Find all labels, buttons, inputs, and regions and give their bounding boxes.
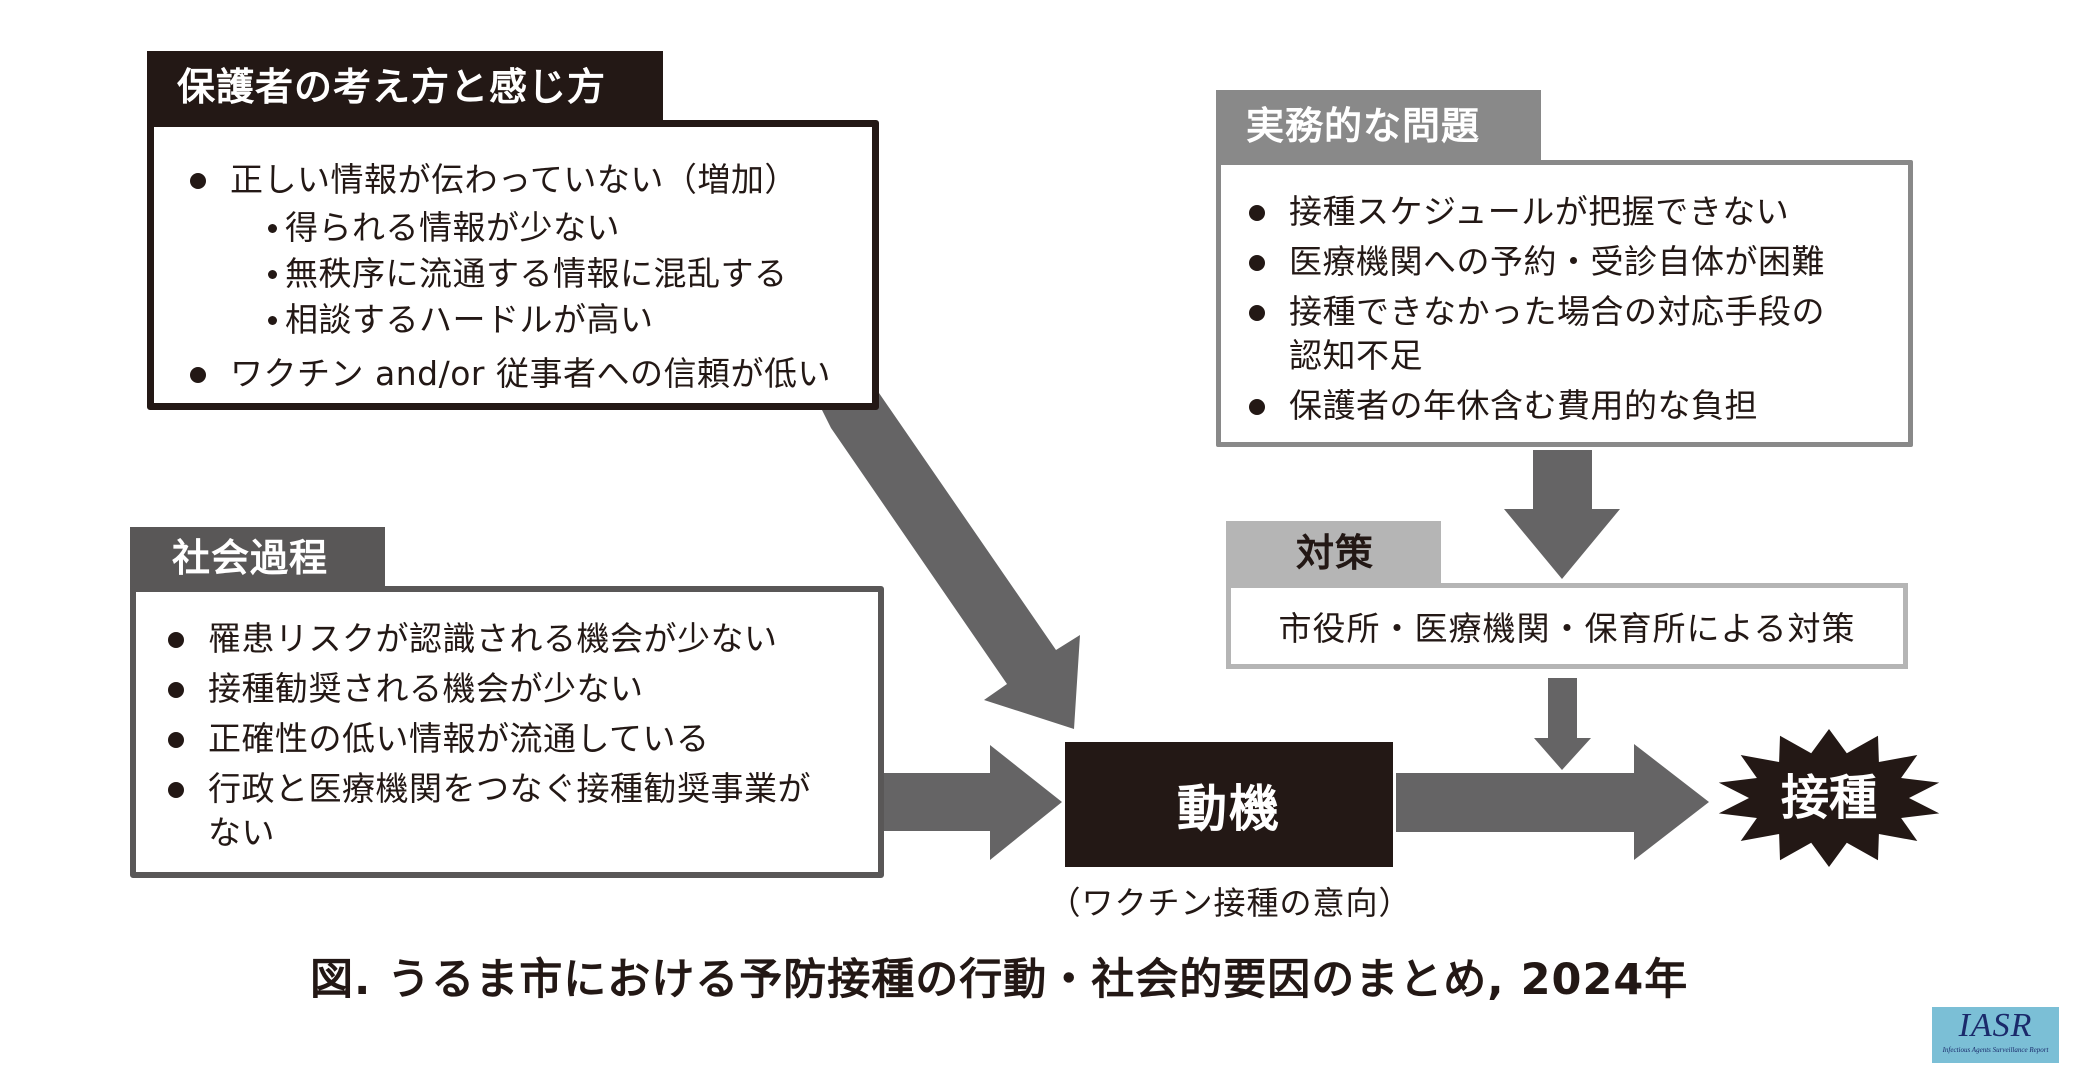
arrow-measures-to-main xyxy=(1534,678,1591,770)
list-item-text: 接種できなかった場合の対応手段の xyxy=(1289,292,1825,331)
parents-box-header: 保護者の考え方と感じ方 xyxy=(147,51,663,123)
motivation-sublabel: （ワクチン接種の意向） xyxy=(1048,884,1412,922)
parents-box-title: 保護者の考え方と感じ方 xyxy=(177,65,607,109)
list-subitem: 無秩序に流通する情報に混乱する xyxy=(180,251,852,297)
social-box-header: 社会過程 xyxy=(130,527,385,589)
social-list: 罹患リスクが認識される機会が少ない 接種勧奨される機会が少ない 正確性の低い情報… xyxy=(158,614,858,858)
parents-list: 正しい情報が伝わっていない（増加） 得られる情報が少ない 無秩序に流通する情報に… xyxy=(180,155,852,399)
iasr-logo-subtext: Infectious Agents Surveillance Report xyxy=(1942,1046,2049,1054)
measures-text: 市役所・医療機関・保育所による対策 xyxy=(1278,609,1856,648)
practical-box-title: 実務的な問題 xyxy=(1246,104,1481,148)
iasr-logo: IASR Infectious Agents Surveillance Repo… xyxy=(1932,1007,2059,1063)
list-item: 接種できなかった場合の対応手段の 認知不足 xyxy=(1239,287,1888,381)
practical-box: 接種スケジュールが把握できない 医療機関への予約・受診自体が困難 接種できなかっ… xyxy=(1216,160,1913,447)
practical-box-header: 実務的な問題 xyxy=(1216,90,1541,162)
arrow-parents-to-motivation xyxy=(822,393,1080,729)
list-item: 行政と医療機関をつなぐ接種勧奨事業が ない xyxy=(158,764,858,858)
motivation-label: 動機 xyxy=(1177,779,1281,838)
vaccination-starburst xyxy=(1718,729,1940,867)
list-item: ワクチン and/or 従事者への信頼が低い xyxy=(180,349,852,399)
list-item-text: 行政と医療機関をつなぐ接種勧奨事業が xyxy=(208,769,811,808)
arrow-social-to-motivation xyxy=(880,745,1062,860)
list-item: 保護者の年休含む費用的な負担 xyxy=(1239,381,1888,431)
vaccination-label: 接種 xyxy=(1780,770,1877,826)
parents-box: 正しい情報が伝わっていない（増加） 得られる情報が少ない 無秩序に流通する情報に… xyxy=(147,120,879,410)
arrow-practical-to-measures xyxy=(1504,450,1620,579)
arrow-motivation-to-vaccination xyxy=(1396,744,1709,860)
list-item: 正しい情報が伝わっていない（増加） xyxy=(180,155,852,205)
list-item-continuation: ない xyxy=(208,813,275,852)
list-subitem: 得られる情報が少ない xyxy=(180,205,852,251)
list-item: 医療機関への予約・受診自体が困難 xyxy=(1239,237,1888,287)
list-item: 接種スケジュールが把握できない xyxy=(1239,187,1888,237)
list-subitem: 相談するハードルが高い xyxy=(180,297,852,343)
measures-box-header: 対策 xyxy=(1226,521,1441,585)
measures-box: 市役所・医療機関・保育所による対策 xyxy=(1226,583,1908,669)
measures-box-title: 対策 xyxy=(1296,531,1375,575)
social-box-title: 社会過程 xyxy=(172,536,329,580)
list-item-continuation: 認知不足 xyxy=(1289,336,1423,375)
practical-list: 接種スケジュールが把握できない 医療機関への予約・受診自体が困難 接種できなかっ… xyxy=(1239,187,1888,431)
list-item: 罹患リスクが認識される機会が少ない xyxy=(158,614,858,664)
motivation-box: 動機 xyxy=(1065,742,1393,867)
social-box: 罹患リスクが認識される機会が少ない 接種勧奨される機会が少ない 正確性の低い情報… xyxy=(130,586,884,878)
list-item: 正確性の低い情報が流通している xyxy=(158,714,858,764)
iasr-logo-text: IASR xyxy=(1958,1007,2033,1044)
list-item: 接種勧奨される機会が少ない xyxy=(158,664,858,714)
figure-caption: 図. うるま市における予防接種の行動・社会的要因のまとめ, 2024年 xyxy=(310,955,1689,1005)
